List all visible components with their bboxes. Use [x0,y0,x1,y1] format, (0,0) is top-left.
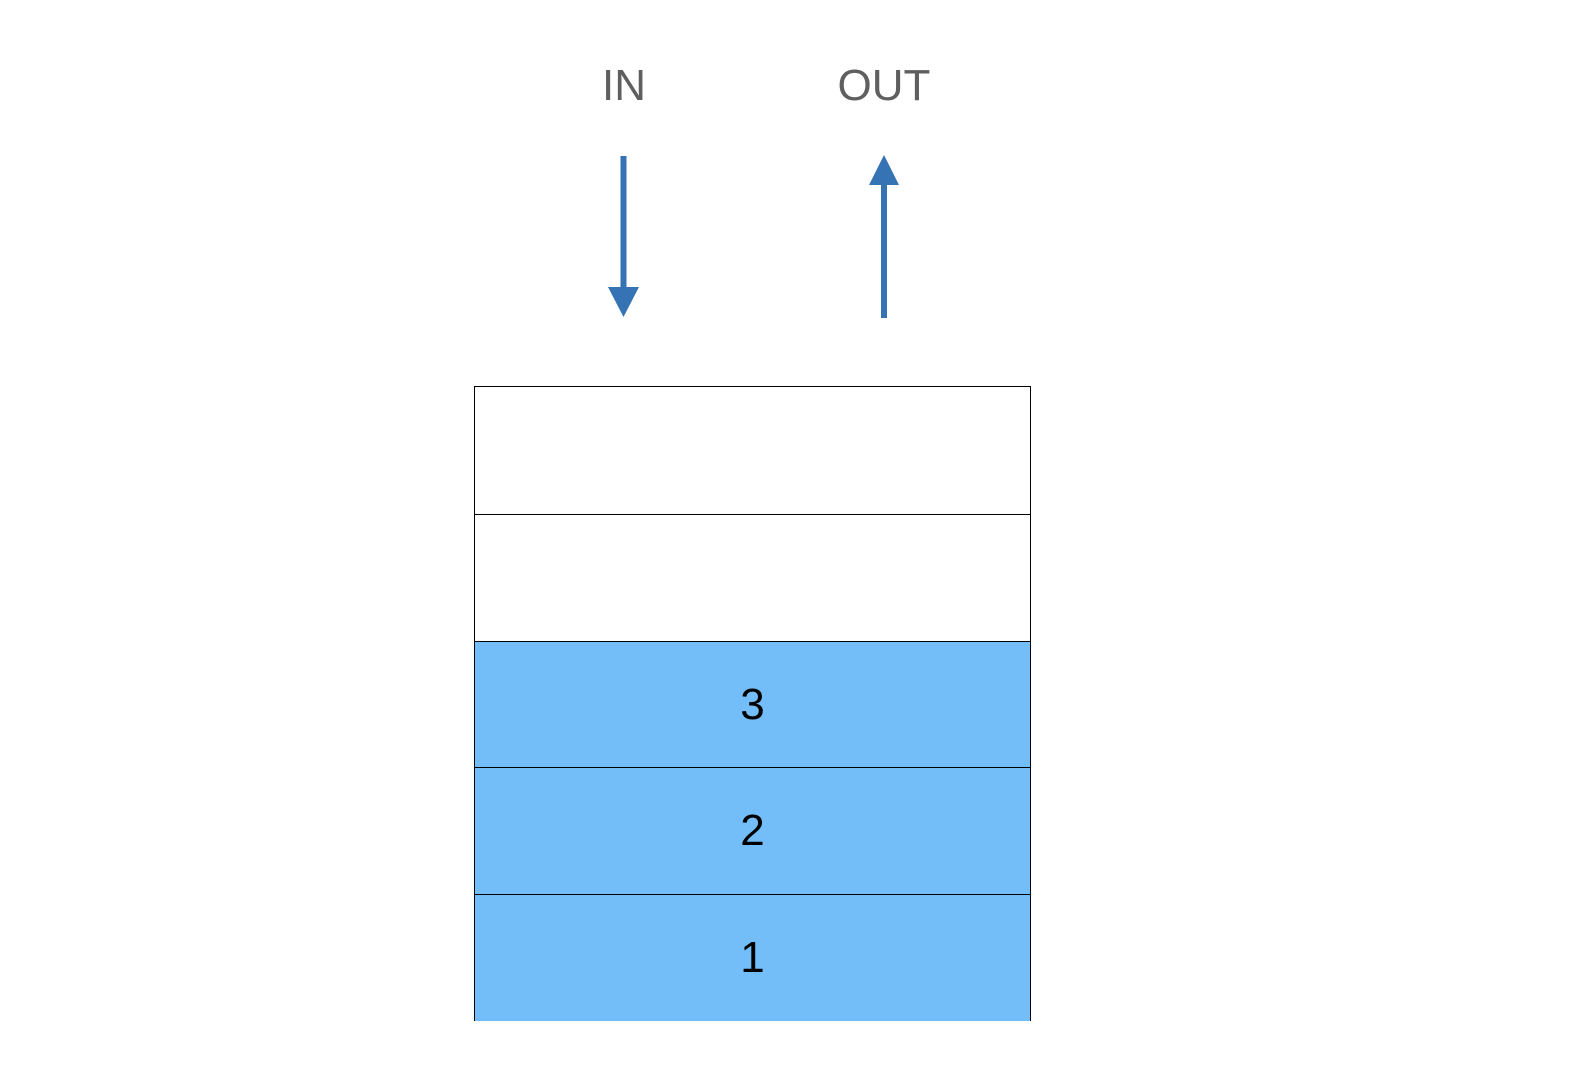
stack-slot-value: 3 [740,680,765,729]
arrow-down-icon [608,156,639,317]
stack-slot-4 [475,514,1030,641]
stack-container: 3 2 1 [474,386,1031,1021]
stack-slot-2: 2 [475,767,1030,894]
stack-slot-5 [475,387,1030,513]
out-label: OUT [837,61,931,110]
in-label: IN [602,61,646,110]
arrow-up-icon [869,155,899,318]
stack-slot-1: 1 [475,894,1030,1021]
stack-slot-value: 1 [740,933,765,982]
stack-slot-value: 2 [740,806,765,855]
stack-slot-3: 3 [475,641,1030,768]
